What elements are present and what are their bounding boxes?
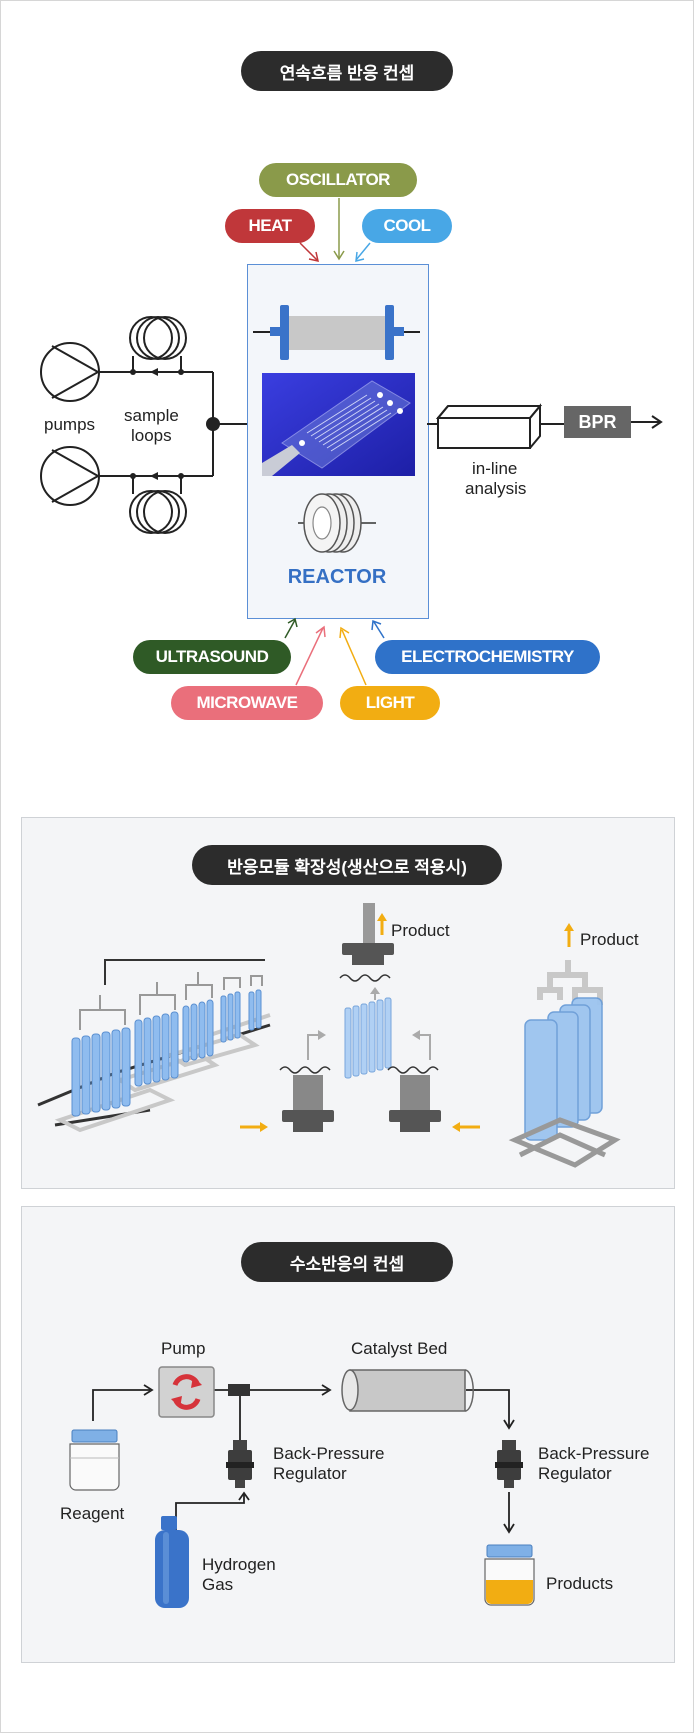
bpr-box: BPR <box>564 406 631 438</box>
bpr-right-label-line1: Back-Pressure <box>538 1444 650 1463</box>
sample-loops-label-line2: loops <box>131 426 172 445</box>
products-bottle-icon <box>484 1544 535 1606</box>
microreactor-chip-image <box>262 373 415 476</box>
reagent-label: Reagent <box>60 1504 125 1523</box>
section3-title: 수소반응의 컨셉 <box>241 1242 453 1282</box>
hydrogen-gas-label-line2: Gas <box>202 1575 234 1594</box>
bpr-right-icon <box>495 1440 523 1488</box>
microwave-tag: MICROWAVE <box>171 686 323 720</box>
pump-icon <box>158 1366 215 1418</box>
inline-analysis-label-line1: in-line <box>472 459 518 478</box>
cool-tag: COOL <box>362 209 452 243</box>
light-tag: LIGHT <box>340 686 440 720</box>
modular-reactor-icon <box>240 903 480 1132</box>
scalability-diagram <box>37 903 621 1168</box>
parallel-reactor-array-icon <box>37 959 271 1133</box>
ultrasound-tag: ULTRASOUND <box>133 640 291 674</box>
oscillator-tag: OSCILLATOR <box>259 163 417 197</box>
pump-label: Pump <box>161 1339 206 1358</box>
bpr-left-label-line2: Regulator <box>273 1464 347 1483</box>
product-label-2: Product <box>580 930 639 949</box>
reactor-coil-icon <box>298 493 376 553</box>
flow-concept-diagram <box>40 198 663 686</box>
product-label-1: Product <box>391 921 450 940</box>
hydrogen-cylinder-icon <box>155 1516 189 1608</box>
electrochemistry-tag: ELECTROCHEMISTRY <box>375 640 600 674</box>
sample-loops-label-line1: sample <box>124 406 179 425</box>
heat-tag: HEAT <box>225 209 315 243</box>
scaled-reactor-unit-icon <box>508 923 621 1168</box>
pumps-label: pumps <box>44 415 96 434</box>
inline-analysis-label-line2: analysis <box>465 479 527 498</box>
section2-title: 반응모듈 확장성(생산으로 적용시) <box>192 845 502 885</box>
products-label: Products <box>546 1574 614 1593</box>
catalyst-bed-label: Catalyst Bed <box>351 1339 448 1358</box>
hydrogen-gas-label-line1: Hydrogen <box>202 1555 276 1574</box>
bpr-right-label-line2: Regulator <box>538 1464 612 1483</box>
bpr-left-label-line1: Back-Pressure <box>273 1444 385 1463</box>
reactor-label: REACTOR <box>287 566 387 588</box>
reagent-bottle-icon <box>69 1429 120 1491</box>
section1-title: 연속흐름 반응 컨셉 <box>241 51 453 91</box>
hydrogenation-panel <box>21 1206 675 1663</box>
catalyst-bed-icon <box>341 1369 474 1412</box>
bpr-left-icon <box>226 1440 254 1488</box>
